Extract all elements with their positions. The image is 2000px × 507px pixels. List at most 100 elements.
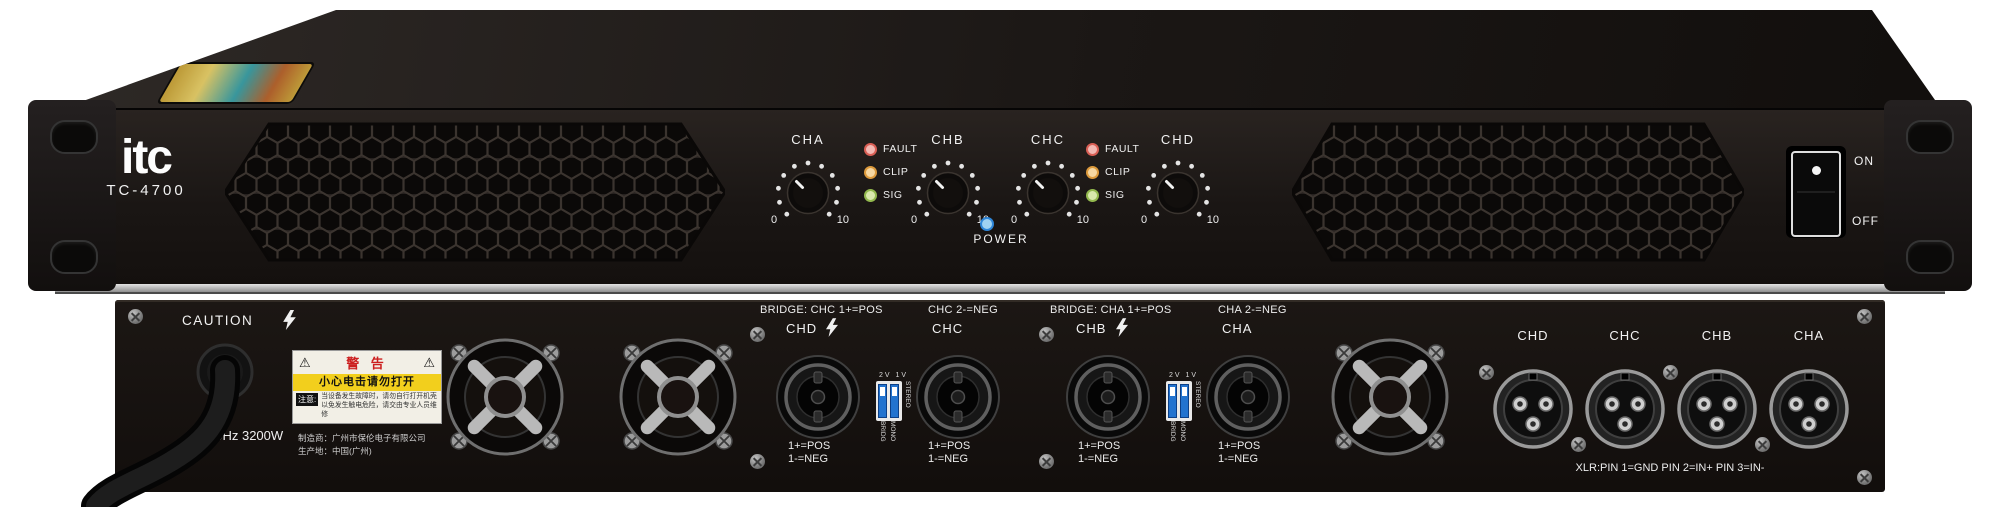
bridge-label: CHC 2-=NEG — [928, 304, 998, 316]
dip-switch-panel[interactable] — [1166, 381, 1192, 421]
power-led-icon — [980, 217, 994, 231]
lightning-bolt-icon — [826, 318, 838, 337]
power-switch[interactable] — [1786, 146, 1846, 238]
speakon-connector-chb — [1063, 352, 1153, 442]
screw-icon — [1857, 309, 1872, 324]
screw-icon — [750, 327, 765, 342]
speakon-connector-chc — [913, 352, 1003, 442]
cooling-fan — [441, 333, 569, 461]
screw-icon — [1039, 327, 1054, 342]
bridge-label: CHA 2-=NEG — [1218, 304, 1287, 316]
warning-label: ⚠ 警 告 ⚠ 小心电击请勿打开 注意: 当设备发生故障时，请勿自行打开机壳 以… — [292, 350, 442, 424]
scale-min: 0 — [911, 214, 918, 226]
switch-on-label: ON — [1854, 154, 1874, 168]
brand-logo: itc — [120, 131, 173, 184]
scale-min: 0 — [1141, 214, 1148, 226]
power-rating: 50Hz 3200W — [208, 428, 284, 443]
fault-led-icon — [1086, 142, 1099, 156]
screw-icon — [1857, 470, 1872, 485]
xlr-channel-label: CHC — [1609, 328, 1641, 343]
rack-mount-hole — [50, 240, 98, 274]
screw-icon — [128, 309, 143, 324]
channel-label: CHA — [791, 132, 825, 147]
signal-led-icon — [1086, 188, 1099, 202]
mode-dip-switch-2[interactable]: 2V 1V STEREO BRIDG MONO — [1166, 372, 1214, 448]
xlr-connector-chc — [1583, 367, 1667, 451]
fault-led-icon — [864, 142, 877, 156]
channel-label: CHC — [1030, 132, 1066, 147]
channel-group-chd: CHD 0 10 — [1141, 132, 1219, 232]
screw-icon — [1571, 437, 1586, 452]
speakon-connector-chd — [773, 352, 863, 442]
channel-label: CHB — [931, 132, 965, 147]
scale-max: 10 — [1076, 214, 1089, 226]
warning-subtitle: 小心电击请勿打开 — [293, 374, 441, 391]
led-cluster-cd: FAULT CLIP SIG — [1086, 142, 1139, 211]
model-number: TC-4700 — [106, 182, 186, 199]
screw-icon — [1479, 365, 1494, 380]
cooling-fan — [1326, 333, 1454, 461]
scale-min: 0 — [1011, 214, 1018, 226]
xlr-connector-chb — [1675, 367, 1759, 451]
warning-note-text: 当设备发生故障时，请勿自行打开机壳 以免发生触电危险，请交由专业人员维修 — [321, 393, 437, 418]
screw-icon — [1039, 454, 1054, 469]
led-cluster-ab: FAULT CLIP SIG — [864, 142, 917, 211]
speakon-channel-label: CHD — [786, 321, 818, 336]
speakon-channel-label: CHA — [1222, 321, 1253, 336]
screw-icon — [1755, 437, 1770, 452]
power-switch-rocker[interactable] — [1791, 151, 1841, 237]
warning-note-label: 注意: — [296, 393, 319, 406]
power-label: POWER — [973, 232, 1029, 246]
bottom-trim — [55, 284, 1945, 292]
dip-switch-toggle[interactable] — [1168, 384, 1177, 418]
manufacturer-text: 制造商：广州市保伦电子有限公司 生产地：中国(广州) — [298, 433, 426, 457]
rocker-dot-icon — [1811, 166, 1821, 175]
rack-mount-hole — [50, 120, 98, 154]
warning-triangle-icon: ⚠ — [299, 355, 311, 370]
speakon-channel-label: CHC — [932, 321, 964, 336]
xlr-channel-label: CHA — [1793, 328, 1825, 343]
warning-title: 警 告 — [346, 356, 388, 371]
dip-switch-panel[interactable] — [876, 381, 902, 421]
xlr-pinout-caption: XLR:PIN 1=GND PIN 2=IN+ PIN 3=IN- — [1575, 462, 1765, 474]
dip-switch-toggle[interactable] — [1180, 384, 1189, 418]
caution-label: CAUTION — [182, 313, 254, 328]
signal-led-icon — [864, 188, 877, 202]
honeycomb-grille-left — [225, 122, 725, 262]
scale-max: 10 — [836, 214, 849, 226]
speakon-channel-label: CHB — [1076, 321, 1107, 336]
lightning-bolt-icon — [1116, 318, 1128, 337]
clip-led-icon — [1086, 165, 1099, 179]
xlr-connector-chd — [1491, 367, 1575, 451]
bridge-label: BRIDGE: CHC 1+=POS — [760, 304, 883, 316]
scale-max: 10 — [1206, 214, 1219, 226]
screw-icon — [750, 454, 765, 469]
screw-icon — [1663, 365, 1678, 380]
lightning-bolt-icon — [283, 310, 296, 330]
xlr-channel-label: CHD — [1517, 328, 1549, 343]
dip-switch-toggle[interactable] — [890, 384, 899, 418]
rack-ear-right — [1884, 100, 1972, 291]
channel-label: CHD — [1160, 132, 1196, 147]
rack-mount-hole — [1906, 240, 1954, 274]
mode-dip-switch-1[interactable]: 2V 1V STEREO BRIDG MONO — [876, 372, 924, 448]
clip-led-icon — [864, 165, 877, 179]
power-cable — [81, 343, 254, 507]
xlr-connector-cha — [1767, 367, 1851, 451]
cooling-fan — [614, 333, 742, 461]
warning-triangle-icon: ⚠ — [423, 355, 435, 370]
chassis-top — [58, 10, 1942, 110]
channel-group-cha: CHA 0 10 — [771, 132, 849, 232]
speakon-connector-cha — [1203, 352, 1293, 442]
rack-ear-left — [28, 100, 116, 291]
honeycomb-grille-right — [1292, 122, 1744, 262]
dip-switch-toggle[interactable] — [878, 384, 887, 418]
scale-min: 0 — [771, 214, 778, 226]
xlr-channel-label: CHB — [1701, 328, 1733, 343]
